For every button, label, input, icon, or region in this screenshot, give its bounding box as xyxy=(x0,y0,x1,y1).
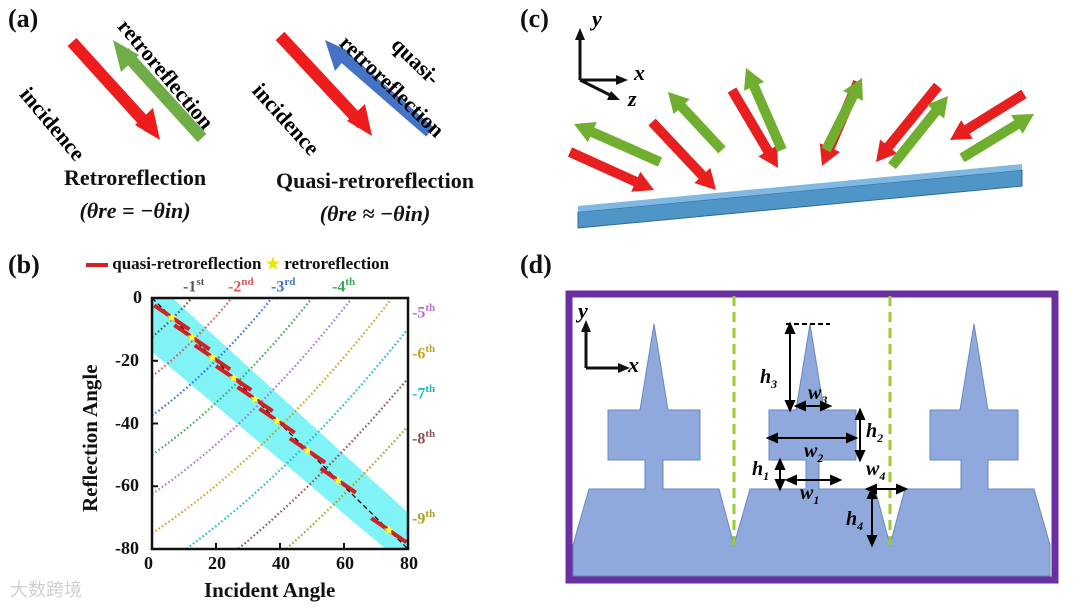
retro-star-5 xyxy=(250,394,260,404)
retro-arrow-2 xyxy=(668,92,726,154)
retro-arrow-6 xyxy=(959,114,1034,163)
retro-arrow-5 xyxy=(888,96,948,170)
y-tick-label: -80 xyxy=(115,538,139,558)
retro-star-7 xyxy=(302,445,313,455)
incidence-arrow-right xyxy=(275,31,372,136)
legend-quasi-swatch xyxy=(86,263,108,268)
y-tick-label: -60 xyxy=(115,475,139,496)
dim-h4: h4 xyxy=(846,508,864,533)
panel-c-arrows xyxy=(567,68,1034,192)
caption-quasi-retroreflection: Quasi-retroreflection xyxy=(276,168,474,193)
legend-retro-star: ★ xyxy=(265,256,281,273)
retro-star-6 xyxy=(272,415,282,425)
dim-w3: w3 xyxy=(808,382,828,407)
chart-legend: quasi-retroreflection ★ retroreflection xyxy=(86,254,466,278)
retro-arrow-3 xyxy=(744,68,787,152)
legend-quasi-label: quasi-retroreflection xyxy=(112,254,262,273)
panel-d-axis-y: y xyxy=(578,298,588,323)
retro-star-1 xyxy=(167,312,177,322)
x-tick-label: 0 xyxy=(144,553,153,573)
y-tick-label: -20 xyxy=(115,349,139,370)
y-tick-label: 0 xyxy=(133,287,142,307)
retro-star-3 xyxy=(207,352,218,362)
incident-arrow-1 xyxy=(567,147,654,192)
retro-arrow-1 xyxy=(574,122,662,167)
retro-star-2 xyxy=(187,332,197,342)
retro-star-8 xyxy=(333,475,343,485)
incidence-arrow-left xyxy=(67,37,160,140)
incident-arrow-6 xyxy=(950,89,1027,140)
dim-w2: w2 xyxy=(804,440,824,465)
order-label-8: -8th xyxy=(412,428,436,448)
retro-star-4 xyxy=(228,373,239,383)
dimension-marks xyxy=(765,321,909,548)
x-tick-label: 80 xyxy=(400,553,418,573)
retro-star-9 xyxy=(384,525,394,535)
panel-c-axis-z: z xyxy=(628,86,637,111)
x-tick-label: 60 xyxy=(336,553,354,573)
panel-c-axis-y: y xyxy=(592,6,602,31)
x-tick-label: 40 xyxy=(272,553,290,573)
order-curve-6 xyxy=(152,298,408,535)
incident-arrow-2 xyxy=(648,118,716,190)
panel-d-axes xyxy=(581,320,630,373)
dim-w4: w4 xyxy=(866,458,886,483)
order-label-6: -6th xyxy=(412,343,436,363)
quasi-retroreflection-arrow xyxy=(325,40,434,137)
chart-xlabel: Incident Angle xyxy=(204,578,336,602)
order-label-1: -1st xyxy=(183,276,205,296)
metasurface-bar xyxy=(577,164,1023,229)
panel-c-axis-x: x xyxy=(634,60,645,85)
panel-c-axes xyxy=(575,28,628,100)
panel-label-b: (b) xyxy=(8,250,40,279)
x-tick-label: 20 xyxy=(208,553,226,573)
order-label-4: -4th xyxy=(332,276,356,296)
panel-label-d: (d) xyxy=(520,250,552,279)
dim-h2: h2 xyxy=(866,420,884,445)
dim-h1: h1 xyxy=(752,458,770,483)
order-label-7: -7th xyxy=(412,383,436,403)
order-label-2: -2nd xyxy=(228,276,254,296)
retroreflection-arrow xyxy=(113,40,207,143)
watermark: 大数跨境 xyxy=(10,580,82,601)
formula-quasi-retroreflection: (θre ≈ −θin) xyxy=(319,201,431,226)
caption-retroreflection: Retroreflection xyxy=(63,165,207,190)
dim-w1: w1 xyxy=(800,482,820,507)
formula-retroreflection: (θre = −θin) xyxy=(79,198,191,223)
order-curve-5 xyxy=(152,298,408,496)
panel-label-a: (a) xyxy=(8,4,39,33)
dim-h3: h3 xyxy=(760,366,778,391)
grating-profile xyxy=(572,323,1051,577)
panel-d-axis-x: x xyxy=(628,352,639,377)
retro-arrow-4 xyxy=(821,78,863,153)
y-tick-label: -40 xyxy=(115,412,139,433)
incident-arrow-3 xyxy=(727,87,778,168)
incident-arrow-5 xyxy=(876,82,942,162)
order-curve-8 xyxy=(237,378,408,549)
order-label-5: -5th xyxy=(412,302,436,322)
order-label-9: -9th xyxy=(412,508,436,528)
order-label-3: -3rd xyxy=(271,276,296,296)
panel-label-c: (c) xyxy=(520,4,549,33)
legend-retro-label: retroreflection xyxy=(284,254,390,273)
